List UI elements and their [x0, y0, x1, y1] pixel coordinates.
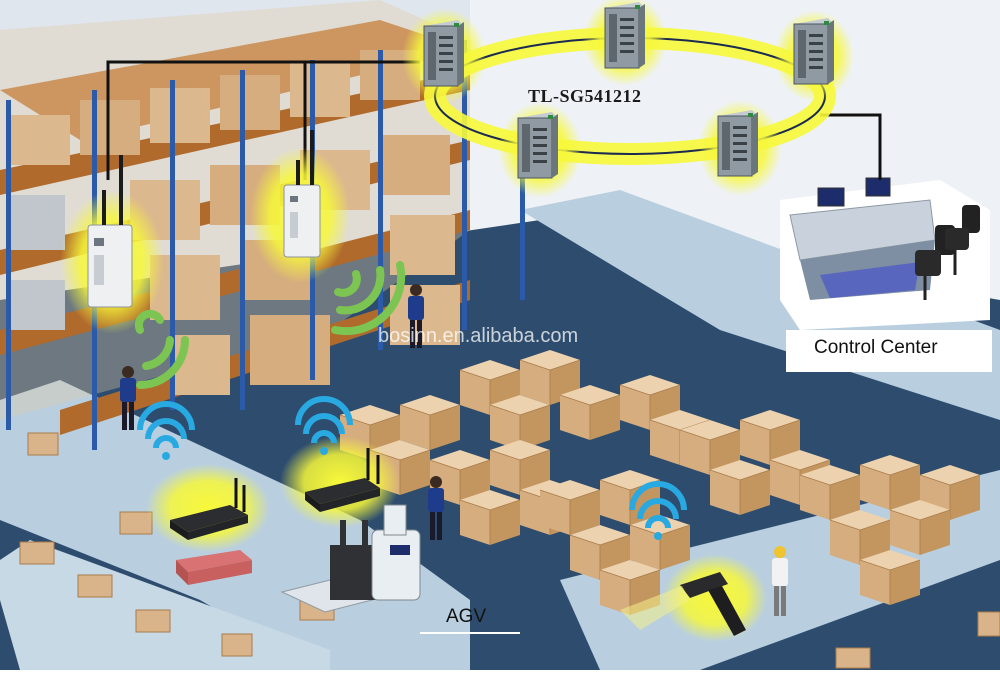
industrial-switch-icon — [402, 8, 486, 104]
conveyor-box — [221, 633, 253, 657]
conveyor-box — [27, 432, 59, 456]
control-center-label: Control Center — [814, 337, 938, 358]
control-center — [780, 177, 990, 330]
barcode-scanner-icon — [620, 554, 767, 642]
agv-label-underline — [420, 632, 520, 634]
wireless-router-icon — [146, 464, 270, 552]
conveyor-box — [135, 609, 171, 633]
industrial-switch-icon — [583, 0, 667, 86]
agv-label: AGV — [446, 606, 487, 627]
conveyor-box — [977, 611, 1000, 637]
worker — [772, 546, 788, 616]
wifi-signal-icon — [134, 309, 189, 389]
wifi-signal-icon — [331, 261, 406, 336]
switch-model-label: TL-SG541212 — [528, 86, 642, 106]
agv-robot-icon — [280, 504, 421, 613]
chair — [945, 205, 980, 275]
agv-cart — [176, 550, 252, 585]
wireless-router-icon — [280, 436, 400, 528]
watermark: bosinn.en.alibaba.com — [378, 325, 579, 347]
wireless-access-point-icon — [60, 155, 164, 334]
industrial-switch-icon — [498, 102, 582, 198]
conveyor-box — [835, 647, 871, 669]
industrial-switch-icon — [698, 100, 782, 196]
industrial-switch-icon — [774, 10, 854, 102]
conveyor-box — [19, 541, 55, 565]
wireless-access-point-icon — [250, 130, 350, 283]
conveyor-box — [77, 574, 113, 598]
control-center-label-box — [786, 330, 992, 372]
